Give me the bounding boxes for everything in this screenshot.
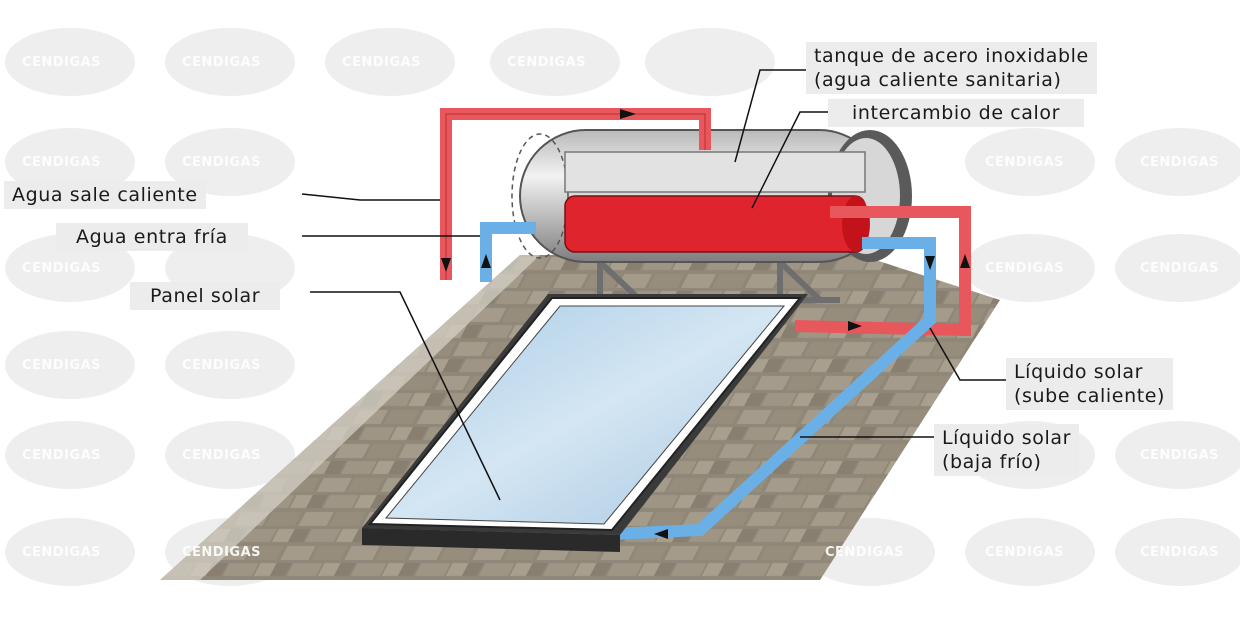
label-solar-fluid-hot-line-2: (sube caliente) [1014, 385, 1166, 407]
label-hot-water-out: Agua sale caliente [4, 181, 206, 209]
label-tank: tanque de acero inoxidable (agua calient… [806, 42, 1097, 94]
label-solar-fluid-cold-line-2: (baja frío) [942, 451, 1042, 473]
label-solar-fluid-cold: Líquido solar (baja frío) [934, 424, 1080, 476]
watermark-background [5, 28, 1240, 586]
watermark-text: CENDIGAS [1140, 155, 1220, 170]
watermark-text: CENDIGAS [22, 55, 102, 70]
leader-lines [301, 69, 1006, 501]
watermark-text: CENDIGAS [22, 358, 102, 373]
watermark-text: CENDIGAS [825, 545, 905, 560]
watermark-text: CENDIGAS [985, 545, 1065, 560]
flow-arrows [441, 109, 970, 539]
watermark-text: CENDIGAS [1140, 545, 1220, 560]
watermark-text: CENDIGAS [1140, 448, 1220, 463]
watermark-text: CENDIGAS [182, 55, 262, 70]
watermark-text: CENDIGAS [22, 545, 102, 560]
storage-tank [511, 129, 912, 263]
watermark-text: CENDIGAS [985, 261, 1065, 276]
watermark-text: CENDIGAS [182, 448, 262, 463]
label-tank-line-1: tanque de acero inoxidable [814, 45, 1089, 67]
label-heat-exchange: intercambio de calor [828, 99, 1085, 127]
label-solar-panel: Panel solar [130, 282, 281, 310]
watermark-text: CENDIGAS [182, 155, 262, 170]
watermark-text: CENDIGAS [22, 448, 102, 463]
watermark-text: CENDIGAS [22, 261, 102, 276]
watermark-text: CENDIGAS [22, 155, 102, 170]
label-solar-fluid-hot-line-1: Líquido solar [1014, 361, 1144, 383]
watermark-text: CENDIGAS [182, 358, 262, 373]
watermark-text: CENDIGAS [507, 55, 587, 70]
solar-fluid-cold-pipe [611, 237, 936, 540]
label-tank-line-2: (agua caliente sanitaria) [814, 69, 1062, 91]
watermark-text: CENDIGAS [985, 155, 1065, 170]
label-cold-water-in: Agua entra fría [56, 223, 248, 251]
watermark-text: CENDIGAS [182, 545, 262, 560]
solar-fluid-hot-pipe [794, 206, 971, 337]
roof-shadow-edge [160, 255, 540, 580]
label-solar-fluid-cold-line-1: Líquido solar [942, 427, 1072, 449]
label-solar-fluid-hot: Líquido solar (sube caliente) [1006, 358, 1174, 410]
watermark-text: CENDIGAS [1140, 261, 1220, 276]
watermark-text: CENDIGAS [342, 55, 422, 70]
